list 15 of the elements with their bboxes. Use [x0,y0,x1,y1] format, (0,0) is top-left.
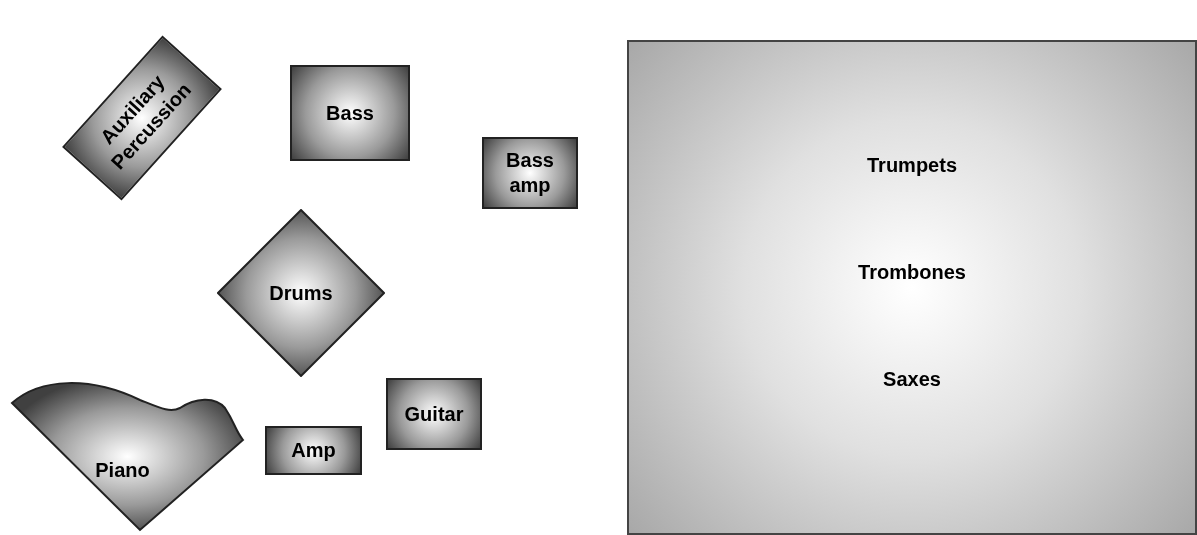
instrument-box [386,378,482,450]
instrument-box [290,65,410,161]
instrument-label: Bass [326,100,374,126]
instrument-label: Drums [269,280,333,306]
instrument-label: Bass amp [505,148,555,198]
instrument-label: Amp [291,438,336,463]
instrument-box [482,137,578,209]
instrument-label: Guitar [404,401,464,427]
instrument-label: Piano [95,457,150,483]
instrument-label: Saxes [883,367,941,392]
horn-section-area [627,40,1197,535]
instrument-label: Trombones [858,260,966,285]
instrument-box [265,426,362,475]
instrument-label: Trumpets [867,153,957,178]
instrument-diamond [217,209,385,377]
